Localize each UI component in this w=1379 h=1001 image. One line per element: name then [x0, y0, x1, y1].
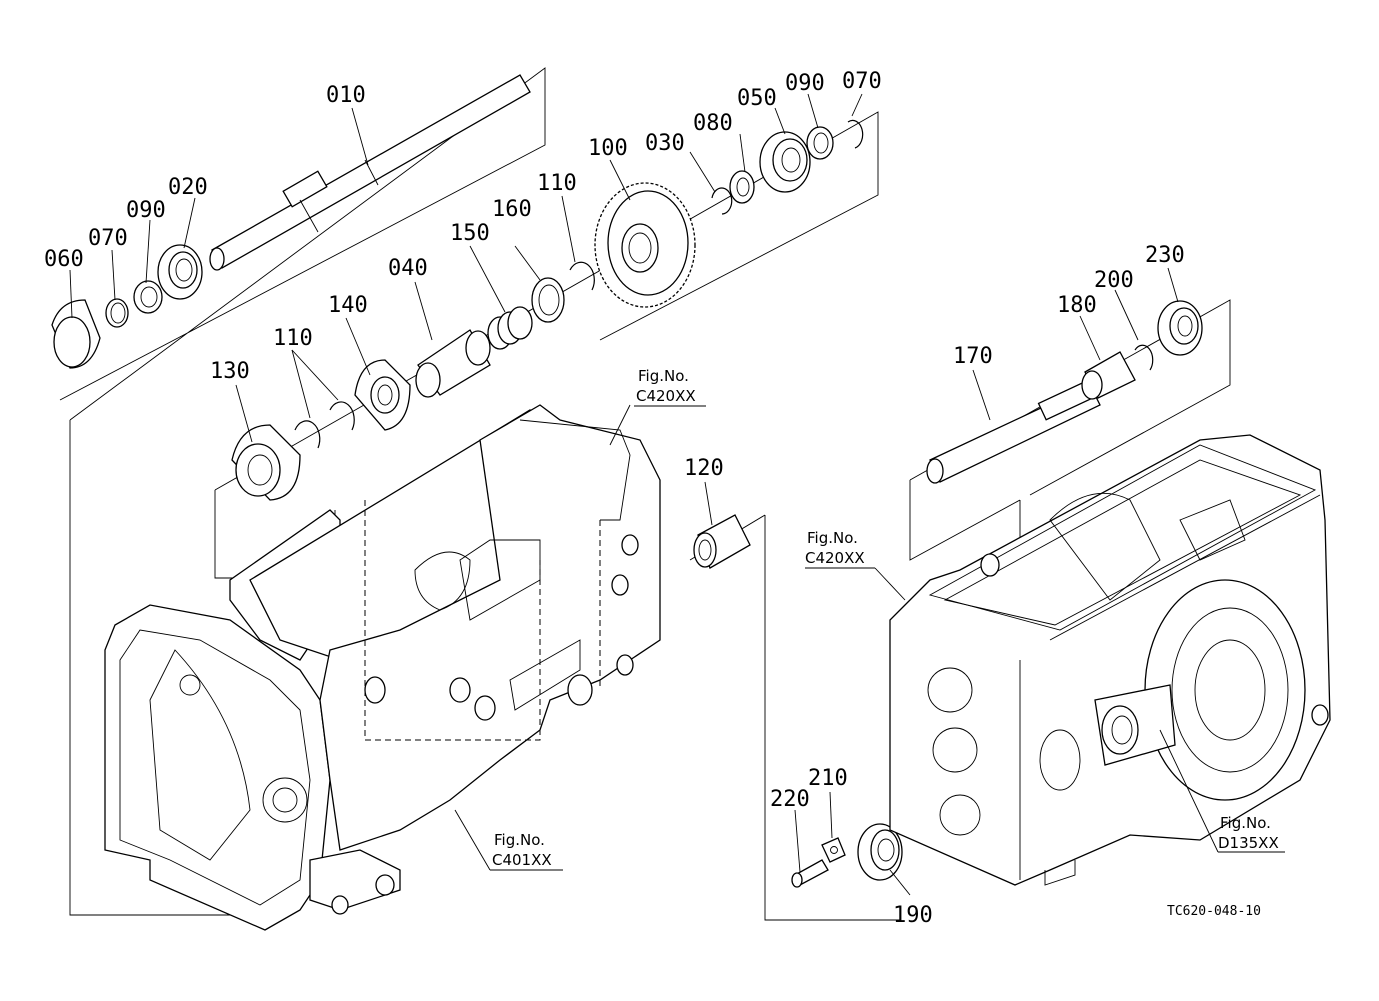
label-110-lower: 110 [273, 326, 313, 351]
label-130: 130 [210, 359, 250, 384]
part-labels: 010 020 090 070 060 100 030 080 050 090 … [44, 69, 1185, 928]
circlip-110-lower-a [329, 401, 355, 431]
label-040: 040 [388, 256, 428, 281]
fig-ref-3-code: C401XX [492, 851, 552, 869]
bearing-050 [759, 131, 811, 193]
circlip-110-upper [569, 261, 595, 291]
leader-lines [69, 93, 1285, 896]
label-060: 060 [44, 247, 84, 272]
fig-ref-2-title: Fig.No. [807, 529, 858, 547]
figure-references: Fig.No. C420XX Fig.No. C420XX Fig.No. C4… [492, 367, 1279, 869]
label-140: 140 [328, 293, 368, 318]
label-120: 120 [684, 456, 724, 481]
fig-ref-3-title: Fig.No. [494, 831, 545, 849]
label-020: 020 [168, 175, 208, 200]
fig-ref-4-code: D135XX [1218, 834, 1279, 852]
coupling-130 [231, 424, 301, 501]
shaft-170 [926, 381, 1101, 484]
fig-ref-2-code: C420XX [805, 549, 865, 567]
circlip-110-lower-b [294, 420, 321, 449]
label-070-right: 070 [842, 69, 882, 94]
bolt-220 [791, 859, 829, 888]
label-070-left: 070 [88, 226, 128, 251]
seal-190 [857, 823, 903, 881]
bearing-230 [1157, 300, 1203, 356]
bearing-020 [157, 244, 203, 300]
sleeve-040 [415, 329, 491, 398]
fig-ref-1-code: C420XX [636, 387, 696, 405]
label-110-upper: 110 [537, 171, 577, 196]
plate-210 [821, 837, 846, 863]
label-080: 080 [693, 111, 733, 136]
spring-150 [487, 306, 533, 350]
label-030: 030 [645, 131, 685, 156]
hub-140 [354, 359, 411, 431]
label-190: 190 [893, 903, 933, 928]
label-180: 180 [1057, 293, 1097, 318]
bushing-120 [693, 514, 751, 569]
sleeve-180 [1081, 351, 1136, 400]
label-100: 100 [588, 136, 628, 161]
snap-ring-070-right [847, 119, 864, 149]
fig-ref-1-title: Fig.No. [638, 367, 689, 385]
label-160: 160 [492, 197, 532, 222]
label-010: 010 [326, 83, 366, 108]
washer-090-left [133, 280, 163, 314]
label-090-right: 090 [785, 71, 825, 96]
label-170: 170 [953, 344, 993, 369]
label-150: 150 [450, 221, 490, 246]
label-210: 210 [808, 766, 848, 791]
main-shaft-010 [209, 74, 531, 271]
drawing-code: TC620-048-10 [1167, 904, 1261, 919]
gear-100 [594, 182, 696, 308]
left-transmission-case [104, 404, 661, 931]
label-090-left: 090 [126, 198, 166, 223]
snap-ring-070-left [105, 298, 129, 328]
cap-060 [51, 299, 101, 369]
washer-090-right [806, 126, 834, 160]
label-230: 230 [1145, 243, 1185, 268]
washer-080 [729, 170, 755, 204]
fig-ref-4-title: Fig.No. [1220, 814, 1271, 832]
label-220: 220 [770, 787, 810, 812]
label-200: 200 [1094, 268, 1134, 293]
snap-ring-200 [1134, 344, 1154, 371]
collar-160 [531, 277, 565, 323]
label-050: 050 [737, 86, 777, 111]
right-transmission-case [889, 434, 1331, 886]
